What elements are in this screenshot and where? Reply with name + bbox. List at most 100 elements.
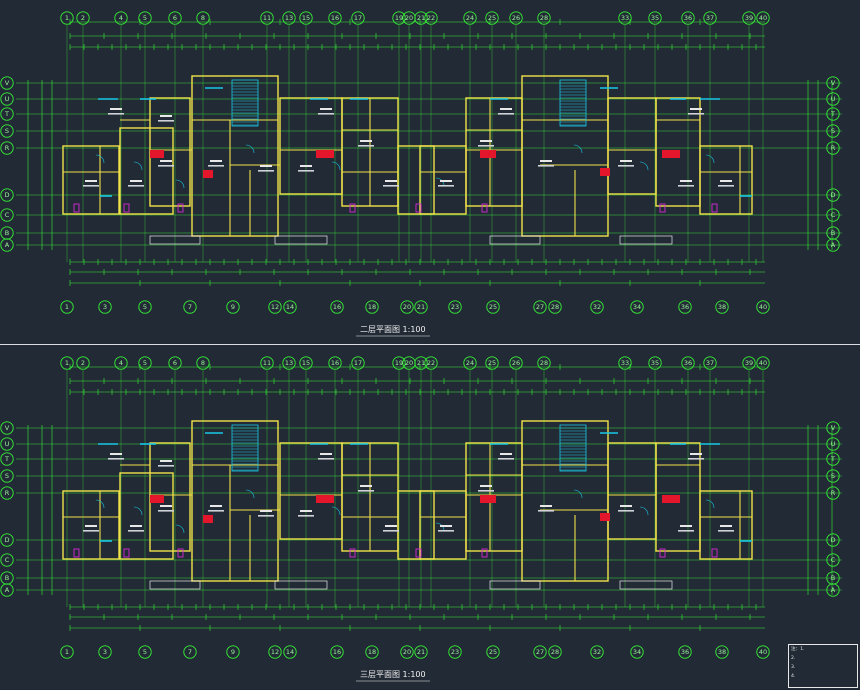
room-label-mark (680, 180, 692, 182)
balcony-rail (489, 235, 541, 245)
axis-bubble-top-label: 11 (263, 14, 271, 22)
room-label-mark (158, 165, 174, 167)
axis-bubble-bottom (533, 645, 547, 659)
axis-bubble-bottom (400, 645, 414, 659)
room-label-mark (160, 460, 172, 462)
axis-bubble-top-label: 25 (488, 14, 496, 22)
axis-bubble-left (0, 553, 14, 567)
axis-bubble-right (826, 486, 840, 500)
room-label-mark (298, 170, 314, 172)
axis-bubble-bottom-label: 9 (231, 648, 235, 656)
axis-bubble-left (0, 469, 14, 483)
axis-bubble-bottom-label: 20 (403, 303, 411, 311)
door-marker (123, 203, 130, 213)
axis-bubble-bottom-label: 23 (451, 648, 459, 656)
axis-bubble-top-label: 20 (405, 359, 413, 367)
axis-bubble-left (0, 141, 14, 155)
axis-bubble-top-label: 22 (427, 359, 435, 367)
room-label-mark (500, 453, 512, 455)
room-label-mark (208, 165, 224, 167)
axis-bubble-right (826, 583, 840, 597)
axis-bubble-top-label: 15 (302, 359, 310, 367)
axis-bubble-bottom (486, 645, 500, 659)
axis-bubble-top-label: 33 (621, 359, 629, 367)
axis-bubble-right (826, 533, 840, 547)
axis-bubble-bottom (590, 300, 604, 314)
axis-bubble-top (463, 356, 477, 370)
room-label-mark (83, 185, 99, 187)
room-label-mark (85, 180, 97, 182)
notes-box: 注：1. 2. 3. 4. (788, 644, 858, 688)
wall-outline (279, 97, 343, 195)
room-label-mark (160, 160, 172, 162)
axis-bubble-left-label: C (5, 211, 10, 219)
room-label-mark (718, 530, 734, 532)
axis-bubble-top (328, 11, 342, 25)
red-tag (600, 513, 610, 521)
axis-bubble-left (0, 421, 14, 435)
axis-bubble-top-label: 4 (119, 14, 123, 22)
axis-bubble-top (618, 11, 632, 25)
door-marker (123, 548, 130, 558)
room-label-mark (158, 120, 174, 122)
axis-bubble-top-label: 24 (466, 14, 474, 22)
axis-bubble-right-label: B (831, 229, 835, 237)
axis-bubble-top-label: 37 (706, 14, 714, 22)
wall-outline (62, 490, 120, 560)
room-label-mark (160, 115, 172, 117)
door-swing (573, 489, 583, 499)
axis-bubble-left-label: S (5, 127, 9, 135)
axis-bubble-bottom-label: 16 (333, 303, 341, 311)
axis-bubble-top (681, 11, 695, 25)
axis-bubble-bottom-label: 1 (65, 648, 69, 656)
axis-bubble-left (0, 486, 14, 500)
axis-bubble-bottom (630, 300, 644, 314)
axis-bubble-left (0, 452, 14, 466)
axis-bubble-top-label: 28 (540, 14, 548, 22)
wall-outline (607, 97, 657, 195)
wall-outline (397, 490, 435, 560)
wall-outline (62, 145, 120, 215)
door-swing (639, 161, 649, 171)
axis-bubble-top (114, 356, 128, 370)
axis-bubble-top-label: 40 (759, 359, 767, 367)
axis-bubble-right (826, 107, 840, 121)
door-swing (95, 154, 105, 164)
balcony-rail (149, 235, 201, 245)
axis-bubble-left (0, 437, 14, 451)
red-tag (203, 170, 213, 178)
note-line: 3. (791, 665, 796, 670)
door-swing (705, 154, 715, 164)
axis-bubble-left-label: V (5, 79, 10, 87)
axis-bubble-bottom-label: 5 (143, 303, 147, 311)
axis-bubble-right-label: C (831, 556, 836, 564)
note-line: 注：1. (791, 647, 805, 652)
balcony-rail (149, 580, 201, 590)
axis-bubble-left-label: A (5, 586, 10, 594)
room-label-mark (85, 525, 97, 527)
room-label-mark (130, 525, 142, 527)
wall-outline (607, 442, 657, 540)
wall-outline (521, 420, 609, 582)
room-label-mark (438, 530, 454, 532)
axis-bubble-bottom-label: 25 (489, 648, 497, 656)
axis-bubble-top (742, 356, 756, 370)
axis-bubble-left-label: V (5, 424, 10, 432)
axis-bubble-top (351, 356, 365, 370)
red-tag (480, 150, 496, 158)
room-label-mark (540, 505, 552, 507)
axis-bubble-top (463, 11, 477, 25)
axis-bubble-bottom (60, 645, 74, 659)
room-label-mark (260, 510, 272, 512)
door-swing (705, 499, 715, 509)
balcony-rail (489, 580, 541, 590)
axis-bubble-bottom-label: 36 (681, 303, 689, 311)
axis-bubble-bottom-label: 38 (718, 303, 726, 311)
axis-bubble-top-label: 36 (684, 359, 692, 367)
axis-bubble-top-label: 17 (354, 359, 362, 367)
room-label-mark (680, 525, 692, 527)
door-swing (175, 524, 185, 534)
